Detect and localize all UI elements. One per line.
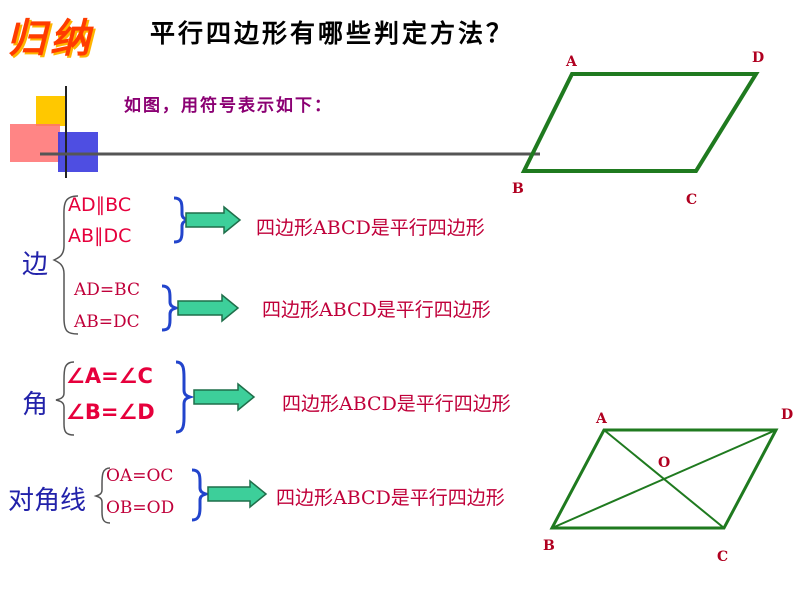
page-title: 平行四边形有哪些判定方法？ <box>150 19 515 48</box>
fig2-vertex-b: B <box>543 538 555 554</box>
condition-oa-eq-oc: OA=OC <box>106 466 174 486</box>
subtitle: 如图，用符号表示如下： <box>124 96 333 116</box>
category-label-jiao: 角 <box>22 390 49 420</box>
fig2-vertex-a: A <box>596 411 607 427</box>
decor-yellow-square <box>36 96 66 126</box>
category-label-bian: 边 <box>22 250 49 280</box>
brace-group-2 <box>161 284 181 332</box>
condition-ab-parallel-dc: AB∥DC <box>68 225 132 247</box>
arrow-group-4 <box>207 479 268 509</box>
diagonal-bd <box>551 429 777 529</box>
brace-category-duijiaoxian <box>93 467 111 524</box>
result-text-2: 四边形ABCD是平行四边形 <box>262 299 491 321</box>
arrow-group-3 <box>193 382 256 412</box>
result-text-3: 四边形ABCD是平行四边形 <box>282 393 511 415</box>
fig2-vertex-c: C <box>717 549 729 565</box>
brace-group-4 <box>191 468 211 522</box>
decor-blue-square <box>58 132 98 172</box>
title-art-guina: 归纳 <box>6 16 94 62</box>
brace-category-bian <box>52 195 79 335</box>
fig1-vertex-d: D <box>752 50 765 66</box>
arrow-group-2 <box>177 293 240 323</box>
parallelogram-figure-1 <box>520 72 760 173</box>
fig1-vertex-c: C <box>686 192 698 208</box>
fig1-vertex-b: B <box>512 181 524 197</box>
fig2-center-o: O <box>658 455 671 471</box>
condition-ob-eq-od: OB=OD <box>106 498 175 518</box>
brace-category-jiao <box>55 361 75 436</box>
brace-group-3 <box>175 360 195 434</box>
condition-ab-eq-dc: AB=DC <box>74 312 140 332</box>
result-text-4: 四边形ABCD是平行四边形 <box>276 487 505 509</box>
fig1-vertex-a: A <box>566 54 577 70</box>
result-text-1: 四边形ABCD是平行四边形 <box>256 217 485 239</box>
condition-angle-b-eq-d: ∠B=∠D <box>66 400 155 424</box>
condition-ad-eq-bc: AD=BC <box>74 280 140 300</box>
fig2-vertex-d: D <box>781 407 794 423</box>
condition-angle-a-eq-c: ∠A=∠C <box>66 364 153 388</box>
decor-red-square <box>10 124 60 162</box>
condition-ad-parallel-bc: AD∥BC <box>68 194 132 216</box>
arrow-group-1 <box>185 205 242 235</box>
category-label-duijiaoxian: 对角线 <box>8 486 87 516</box>
